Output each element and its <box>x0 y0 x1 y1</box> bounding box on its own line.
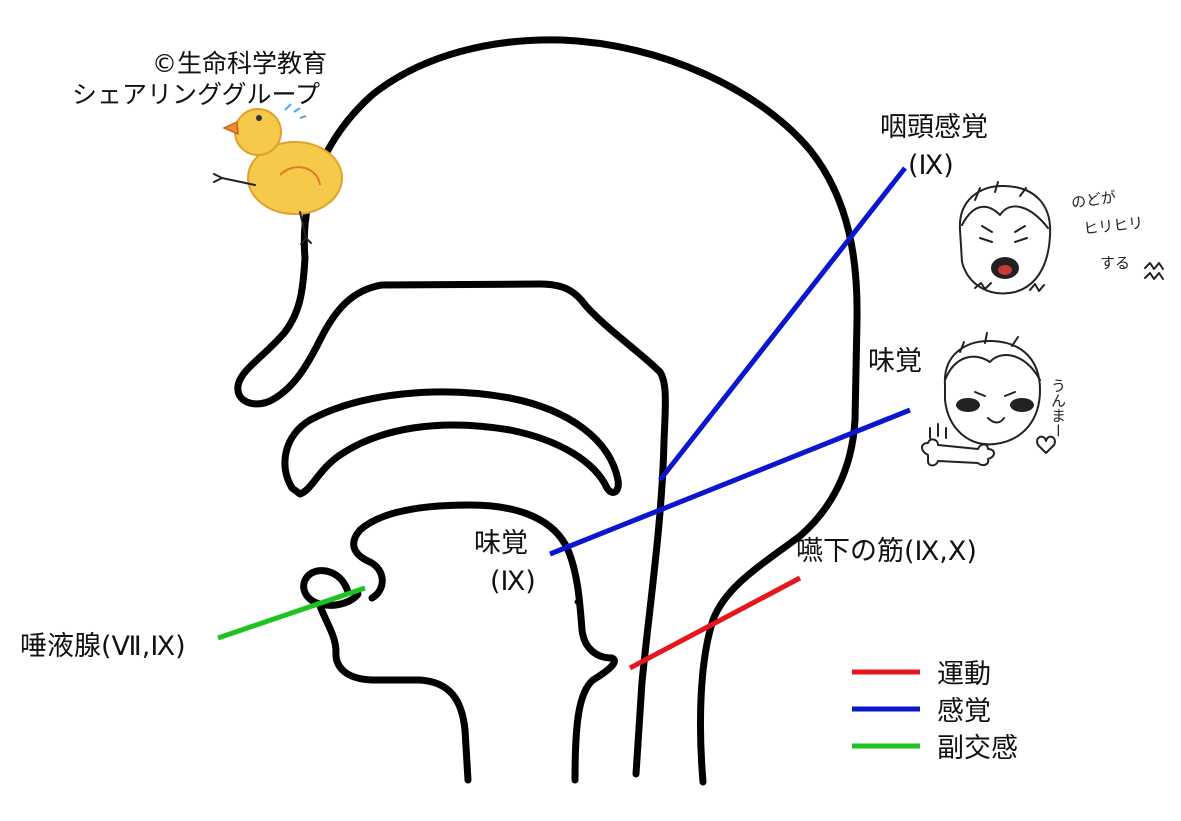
head-outline <box>234 36 861 786</box>
taste-mouth-nerve: (Ⅸ) <box>490 566 536 597</box>
nerve-lines <box>217 166 911 671</box>
chick-sparkle <box>284 103 307 119</box>
face2-blush-left <box>956 398 980 412</box>
chick-eye <box>256 115 262 121</box>
throat-note-line-3: する <box>1100 254 1130 272</box>
lower-lip-outline <box>300 567 362 609</box>
legend-sensory-label: 感覚 <box>937 696 991 727</box>
swallow-motor-line <box>628 575 802 671</box>
face1-head <box>958 184 1052 295</box>
tongue-dot <box>574 599 580 605</box>
face2-eyes-mouth <box>974 391 1016 424</box>
face2-head <box>943 339 1041 446</box>
bone-icon <box>921 438 995 467</box>
pharynx-sense-label: 咽頭感覚 <box>880 112 988 143</box>
face1-eyes <box>979 225 1028 243</box>
taste-mouth-label: 味覚 <box>474 528 528 559</box>
throat-note-line-1: のどが <box>1070 188 1117 212</box>
taste-sensory-line <box>549 407 911 557</box>
tasty-face-icon: うんまー <box>921 332 1067 467</box>
face1-hair <box>961 181 1049 229</box>
skull-and-neck-outline <box>300 36 861 786</box>
legend-motor-label: 運動 <box>937 659 991 690</box>
salivary-gland-label: 唾液腺(Ⅶ,Ⅸ) <box>20 631 186 662</box>
face2-hair <box>944 332 1041 381</box>
chick-leg-back <box>299 211 312 245</box>
chick-body <box>247 141 343 215</box>
taste-right-label: 味覚 <box>868 346 922 377</box>
face1-throat <box>998 265 1012 275</box>
face1-wavy-marks <box>1144 262 1164 280</box>
pharynx-sense-nerve: (Ⅸ) <box>908 150 954 181</box>
legend-parasympathetic-label: 副交感 <box>937 733 1018 764</box>
chin-and-neck-outline <box>316 602 472 784</box>
copyright-notice: ©生命科学教育 シェアリンググループ <box>72 49 327 109</box>
salivary-parasympathetic-line <box>217 585 366 641</box>
swallow-muscle-label: 嚥下の筋(Ⅸ,Ⅹ) <box>796 536 977 567</box>
legend: 運動 感覚 副交感 <box>852 659 1018 764</box>
chick-icon <box>213 103 343 245</box>
palate-outline <box>281 388 622 498</box>
face1-shiver-marks <box>974 282 1045 292</box>
sore-throat-face-icon: のどが ヒリヒリ する <box>958 181 1164 295</box>
pharynx-sensory-line <box>658 166 907 482</box>
upper-lip-and-tongue-outline <box>350 501 618 784</box>
chick-leg-front <box>213 173 256 186</box>
face2-sparkle <box>929 423 947 439</box>
copyright-line-1: ©生命科学教育 <box>152 49 327 78</box>
nose-and-nasal-cavity-outline <box>234 254 669 778</box>
heart-icon <box>1036 435 1056 454</box>
copyright-line-2: シェアリンググループ <box>72 80 320 109</box>
throat-note-line-2: ヒリヒリ <box>1083 214 1145 238</box>
face2-blush-right <box>1010 398 1034 412</box>
chick-wing <box>279 166 321 186</box>
tasty-note: うんまー <box>1049 378 1067 438</box>
chick-beak <box>222 120 239 136</box>
